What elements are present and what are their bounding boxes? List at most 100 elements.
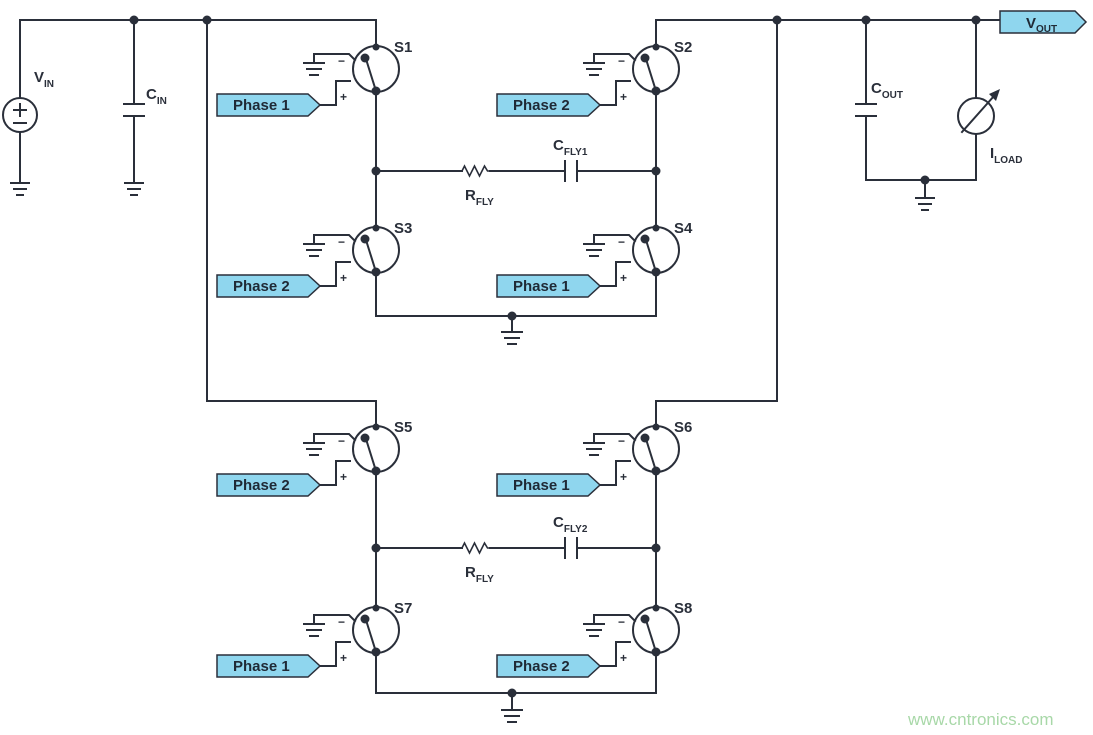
vout-port: VOUT: [999, 10, 1088, 35]
switch-2: − + Phase 2 S2: [496, 39, 692, 117]
phase-label: Phase 1: [233, 658, 290, 675]
switch-1: − + Phase 1 S1: [216, 39, 412, 117]
gate-ground-icon: [583, 243, 605, 257]
phase-label: Phase 2: [233, 477, 290, 494]
junction-dots: [129, 15, 981, 698]
comparator-minus: −: [338, 54, 345, 68]
phase-tag: Phase 2: [216, 473, 322, 497]
rfly2-resistor: [461, 541, 490, 555]
svg-text:VOUT: VOUT: [1026, 15, 1057, 35]
switch-label: S7: [394, 600, 412, 617]
cfly1-label: CFLY1: [553, 137, 588, 158]
rfly1-label: RFLY: [465, 187, 494, 208]
switch-blade: [644, 57, 658, 93]
switch-body: [352, 45, 400, 93]
switch-5: − + Phase 2 S5: [216, 419, 412, 497]
gate-ground-icon: [303, 62, 325, 76]
switch-label: S4: [674, 220, 693, 237]
comparator-plus: +: [620, 271, 627, 285]
watermark: www.cntronics.com: [907, 710, 1053, 729]
comparator-plus: +: [620, 470, 627, 484]
ground-icon-mid: [501, 331, 523, 345]
gate-ground-icon: [303, 623, 325, 637]
gate-ground-icon: [303, 243, 325, 257]
phase-label: Phase 1: [233, 97, 290, 114]
switch-body: [632, 606, 680, 654]
gate-ground-icon: [583, 62, 605, 76]
cfly2-label: CFLY2: [553, 514, 588, 535]
switch-label: S8: [674, 600, 692, 617]
switch-body: [352, 226, 400, 274]
comparator-minus: −: [618, 434, 625, 448]
switch-body: [632, 425, 680, 473]
switch-blade: [644, 238, 658, 274]
comparator-minus: −: [618, 615, 625, 629]
switch-label: S2: [674, 39, 692, 56]
cfly2-capacitor: [564, 537, 578, 559]
comparator-plus: +: [620, 651, 627, 665]
cin-label: CIN: [146, 86, 167, 107]
phase-label: Phase 2: [513, 97, 570, 114]
phase-label: Phase 1: [513, 278, 570, 295]
phase-label: Phase 2: [233, 278, 290, 295]
gate-ground-icon: [303, 442, 325, 456]
vin-source: [2, 97, 38, 196]
iload-label: ILOAD: [990, 145, 1023, 166]
phase-tag: Phase 2: [216, 274, 322, 298]
switch-body: [632, 45, 680, 93]
cout-capacitor: [855, 103, 877, 117]
gate-ground-icon: [583, 442, 605, 456]
switch-body: [352, 425, 400, 473]
wires: [19, 19, 1001, 711]
phase-tag: Phase 1: [216, 93, 322, 117]
switch-3: − + Phase 2 S3: [216, 220, 412, 298]
phase-tag: Phase 2: [496, 654, 602, 678]
switch-blade: [364, 437, 378, 473]
switch-8: − + Phase 2 S8: [496, 600, 692, 678]
comparator-plus: +: [340, 470, 347, 484]
switch-7: − + Phase 1 S7: [216, 600, 412, 678]
cin-ground-icon: [124, 182, 144, 196]
switch-6: − + Phase 1 S6: [496, 419, 692, 497]
comparator-minus: −: [618, 235, 625, 249]
switch-blade: [644, 618, 658, 654]
switch-label: S1: [394, 39, 412, 56]
rfly1-resistor: [461, 164, 490, 178]
switch-body: [632, 226, 680, 274]
switch-blade: [364, 57, 378, 93]
cout-label: COUT: [871, 80, 903, 101]
comparator-plus: +: [340, 651, 347, 665]
switch-blade: [364, 238, 378, 274]
switch-body: [352, 606, 400, 654]
switch-label: S5: [394, 419, 412, 436]
switch-label: S6: [674, 419, 692, 436]
vin-label: VIN: [34, 69, 54, 90]
switch-layer: − + Phase 1 S1 − + Phase 2 S2 − + Phase 2 S3 − + Phase…: [216, 39, 693, 678]
comparator-minus: −: [618, 54, 625, 68]
comparator-plus: +: [340, 271, 347, 285]
phase-tag: Phase 2: [496, 93, 602, 117]
iload-current-source: [957, 89, 1000, 135]
output-ground-icon: [915, 197, 935, 211]
gate-ground-icon: [583, 623, 605, 637]
comparator-plus: +: [620, 90, 627, 104]
phase-label: Phase 2: [513, 658, 570, 675]
phase-tag: Phase 1: [496, 473, 602, 497]
phase-label: Phase 1: [513, 477, 570, 494]
cfly1-capacitor: [564, 160, 578, 182]
ground-icon-bottom: [501, 709, 523, 723]
vin-ground-icon: [10, 182, 30, 196]
phase-tag: Phase 1: [496, 274, 602, 298]
comparator-minus: −: [338, 434, 345, 448]
comparator-plus: +: [340, 90, 347, 104]
switch-label: S3: [394, 220, 412, 237]
cin-capacitor: [123, 103, 145, 196]
switch-blade: [364, 618, 378, 654]
comparator-minus: −: [338, 615, 345, 629]
rfly2-label: RFLY: [465, 564, 494, 585]
comparator-minus: −: [338, 235, 345, 249]
phase-tag: Phase 1: [216, 654, 322, 678]
switch-blade: [644, 437, 658, 473]
switch-4: − + Phase 1 S4: [496, 220, 693, 298]
